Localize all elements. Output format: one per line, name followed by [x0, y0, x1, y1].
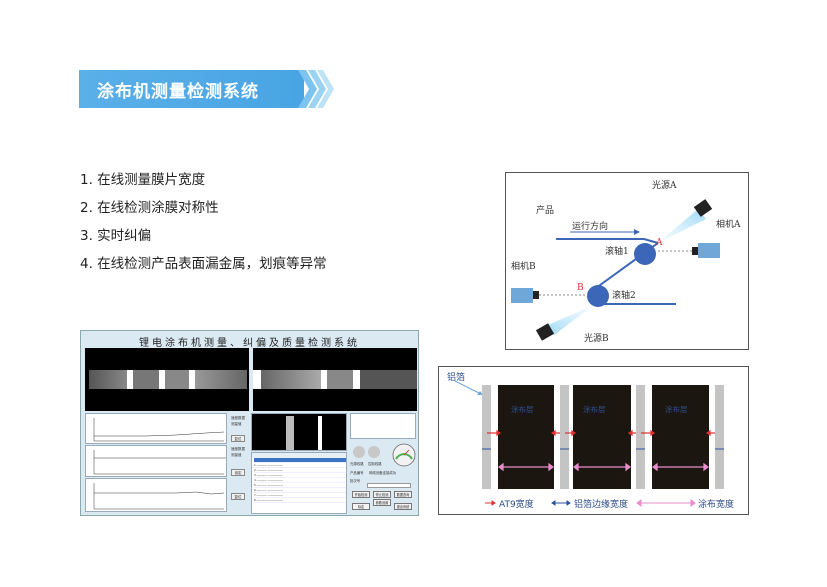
camera-schematic: 光源A 产品 运行方向 相机A 滚轴1 A 相机B B 滚轴2 光源B [505, 172, 749, 350]
roller-1-label: 滚轴1 [605, 247, 629, 257]
page-title: 涂布机测量检测系统 [97, 82, 259, 102]
coating-area [652, 385, 709, 489]
settings-button[interactable]: 参数设置 [373, 499, 391, 506]
title-banner: 涂布机测量检测系统 [79, 70, 304, 108]
app-title: 锂电涂布机测量、纠偏及质量检测系统 [139, 338, 360, 349]
chevron-right-icon [298, 70, 334, 108]
camera-b-label: 相机B [511, 262, 536, 272]
info-panel [350, 413, 416, 439]
foil-label: 铝箔 [447, 373, 466, 383]
side-readout: 速度数据测量值 [231, 447, 245, 457]
camera-a-label: 相机A [716, 220, 741, 230]
graph-panel [85, 478, 227, 512]
reset-button[interactable]: 复位 [231, 493, 245, 500]
graph-panel [85, 413, 227, 444]
reset-button[interactable]: 复位 [231, 435, 245, 442]
light-beam-a [658, 209, 706, 243]
aluminum-strip [560, 385, 569, 489]
status-indicators [353, 443, 416, 467]
product-label: 产品 [536, 206, 555, 216]
feature-list: 1. 在线测量膜片宽度 2. 在线检测涂膜对称性 3. 实时纠偏 4. 在线检测… [80, 170, 327, 282]
feature-item: 3. 实时纠偏 [80, 228, 152, 244]
coating-label: 涂布层 [583, 405, 606, 414]
connection-status: 网络设备连接成功 [369, 471, 397, 475]
start-button[interactable]: 开始检测 [352, 491, 370, 498]
feature-item: 1. 在线测量膜片宽度 [80, 172, 206, 188]
legend-coat: 涂布宽度 [698, 500, 735, 510]
coating-label: 涂布层 [665, 405, 688, 414]
measurement-arrows [482, 429, 724, 507]
film-line [556, 238, 659, 244]
foil-diagram: 铝箔 涂布层 涂布层 涂布层 [438, 366, 749, 515]
thumbnail-view [251, 413, 347, 451]
results-table: 1 ────── ───────── 2 ────── ───────── 3 … [251, 452, 347, 514]
point-a-label: A [656, 238, 663, 248]
software-screenshot: 锂电涂布机测量、纠偏及质量检测系统 速度数据测量值 复位 速度数据测量值 设定 … [80, 330, 419, 516]
point-b-label: B [577, 283, 584, 293]
aluminum-strip [636, 385, 645, 489]
camera-b-icon [511, 288, 533, 303]
coating-area [498, 385, 554, 489]
graph-panel [85, 445, 227, 477]
stop-button[interactable]: 停止检测 [373, 491, 391, 498]
batch-label: 批次号 [350, 479, 361, 483]
legend-edge: 铝箔边缘宽度 [574, 500, 629, 510]
roller-2 [587, 285, 609, 307]
coating-label: 涂布层 [511, 405, 534, 414]
lamp-line-label: 光源线路 [350, 462, 364, 466]
roller-1 [634, 243, 656, 265]
light-beam-b [548, 305, 594, 335]
side-readout: 速度数据测量值 [231, 416, 245, 426]
feature-item: 2. 在线检测涂膜对称性 [80, 200, 219, 216]
schematic-drawing [511, 199, 720, 341]
aluminum-strip [482, 385, 491, 489]
product-id-label: 产品编号 [350, 471, 364, 475]
light-b-icon [535, 323, 555, 341]
coating-area [573, 385, 631, 489]
feature-item: 4. 在线检测产品表面漏金属，划痕等异常 [80, 256, 327, 272]
control-line-label: 控制线路 [368, 462, 382, 466]
exit-button[interactable]: 退出系统 [394, 503, 412, 510]
light-a-label: 光源A [652, 181, 677, 191]
batch-input[interactable] [367, 483, 411, 488]
legend-at9: AT9宽度 [499, 500, 534, 510]
light-a-icon [693, 199, 713, 217]
set-button[interactable]: 设定 [231, 469, 245, 476]
light-b-label: 光源B [584, 334, 609, 344]
camera-view-right [253, 348, 417, 411]
camera-a-icon [698, 243, 720, 258]
query-button[interactable]: 数据查询 [394, 491, 412, 498]
pointer-arrow [454, 380, 484, 396]
aluminum-strip [715, 385, 724, 489]
roller-2-label: 滚轴2 [612, 291, 636, 301]
direction-label: 运行方向 [572, 222, 609, 232]
calibrate-button[interactable]: 标定 [352, 503, 370, 510]
camera-view-left [85, 348, 249, 411]
